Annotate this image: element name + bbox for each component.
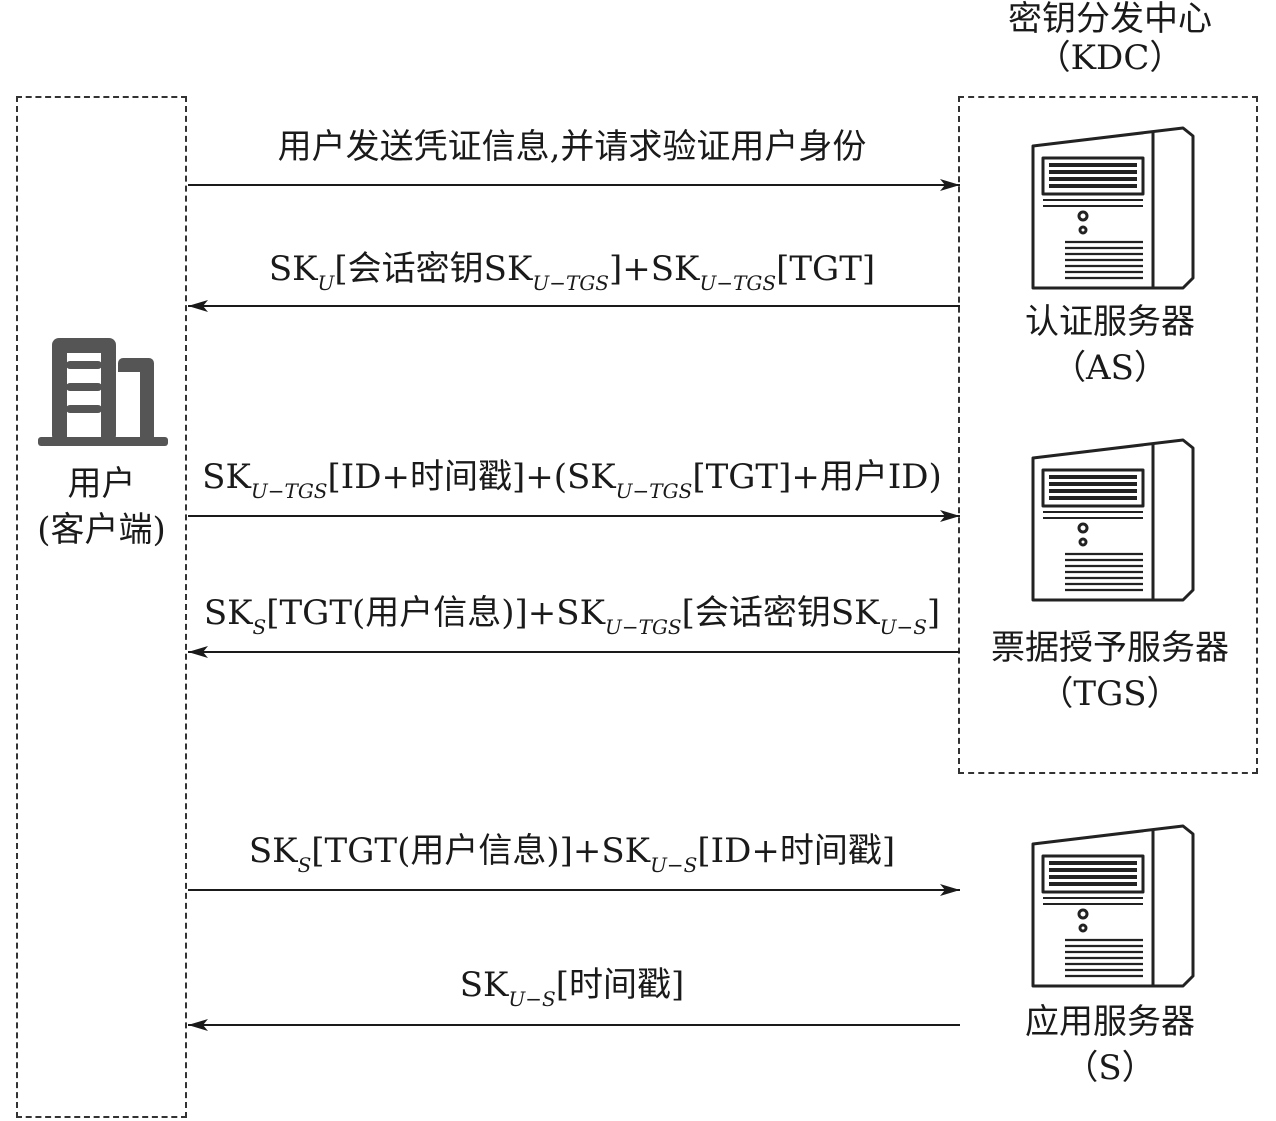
server-icon xyxy=(1031,438,1195,602)
subscript: U−S xyxy=(879,615,927,639)
as-name: 认证服务器 xyxy=(1025,302,1195,342)
kdc-title: 密钥分发中心 （KDC） xyxy=(960,0,1260,78)
label-text: ]+SK xyxy=(609,249,700,289)
s-label: 应用服务器 （S） xyxy=(960,1000,1260,1092)
tgs-abbr: （TGS） xyxy=(1039,673,1181,714)
user-label: 用户 (客户端) xyxy=(16,462,187,554)
message-label: SKS[TGT(用户信息)]+SKU−S[ID+时间戳] xyxy=(186,834,958,875)
as-abbr: （AS） xyxy=(1052,347,1168,388)
label-text: [会话密钥SK xyxy=(681,593,880,633)
subscript: U−TGS xyxy=(250,479,328,503)
subscript: S xyxy=(252,615,267,639)
label-text: [ID+时间戳]+(SK xyxy=(327,457,616,497)
subscript: S xyxy=(297,853,312,877)
message-label: 用户发送凭证信息,并请求验证用户身份 xyxy=(277,127,867,167)
subscript: U−TGS xyxy=(532,271,610,295)
label-text: SK xyxy=(248,831,298,871)
label-text: SK xyxy=(268,249,318,289)
label-text: SK xyxy=(202,457,251,497)
kdc-abbr-text: （KDC） xyxy=(1036,38,1184,79)
tgs-label: 票据授予服务器 （TGS） xyxy=(960,626,1260,718)
user-lane xyxy=(16,96,187,1118)
server-icon xyxy=(1031,824,1195,988)
message-label: SKU−S[时间戳] xyxy=(186,968,958,1009)
label-text: [TGT]+用户ID) xyxy=(692,457,942,497)
subscript: U−TGS xyxy=(604,615,682,639)
subscript: U−S xyxy=(508,987,556,1011)
label-text: [ID+时间戳] xyxy=(697,831,896,871)
label-text: [TGT(用户信息)]+SK xyxy=(311,831,651,871)
label-text: [时间戳] xyxy=(555,965,685,1005)
s-abbr: （S） xyxy=(1064,1047,1156,1088)
tgs-name: 票据授予服务器 xyxy=(991,628,1229,668)
server-icon xyxy=(1031,126,1195,290)
subscript: U−TGS xyxy=(615,479,693,503)
as-label: 认证服务器 （AS） xyxy=(960,300,1260,392)
message-label: SKS[TGT(用户信息)]+SKU−TGS[会话密钥SKU−S] xyxy=(186,596,958,637)
kdc-title-text: 密钥分发中心 xyxy=(1008,0,1212,39)
label-text: SK xyxy=(459,965,509,1005)
subscript: U−S xyxy=(650,853,698,877)
user-name: 用户 xyxy=(67,464,136,504)
subscript: U xyxy=(317,271,335,295)
label-text: ] xyxy=(926,593,941,633)
subscript: U−TGS xyxy=(699,271,777,295)
user-sub: (客户端) xyxy=(37,509,166,550)
s-name: 应用服务器 xyxy=(1025,1002,1195,1042)
label-text: [TGT(用户信息)]+SK xyxy=(266,593,605,633)
message-label: SKU[会话密钥SKU−TGS]+SKU−TGS[TGT] xyxy=(186,252,958,293)
kdc-box xyxy=(958,96,1258,774)
label-text: [TGT] xyxy=(776,249,876,289)
label-text: SK xyxy=(203,593,253,633)
label-text: [会话密钥SK xyxy=(334,249,533,289)
message-label: SKU−TGS[ID+时间戳]+(SKU−TGS[TGT]+用户ID) xyxy=(186,460,958,501)
